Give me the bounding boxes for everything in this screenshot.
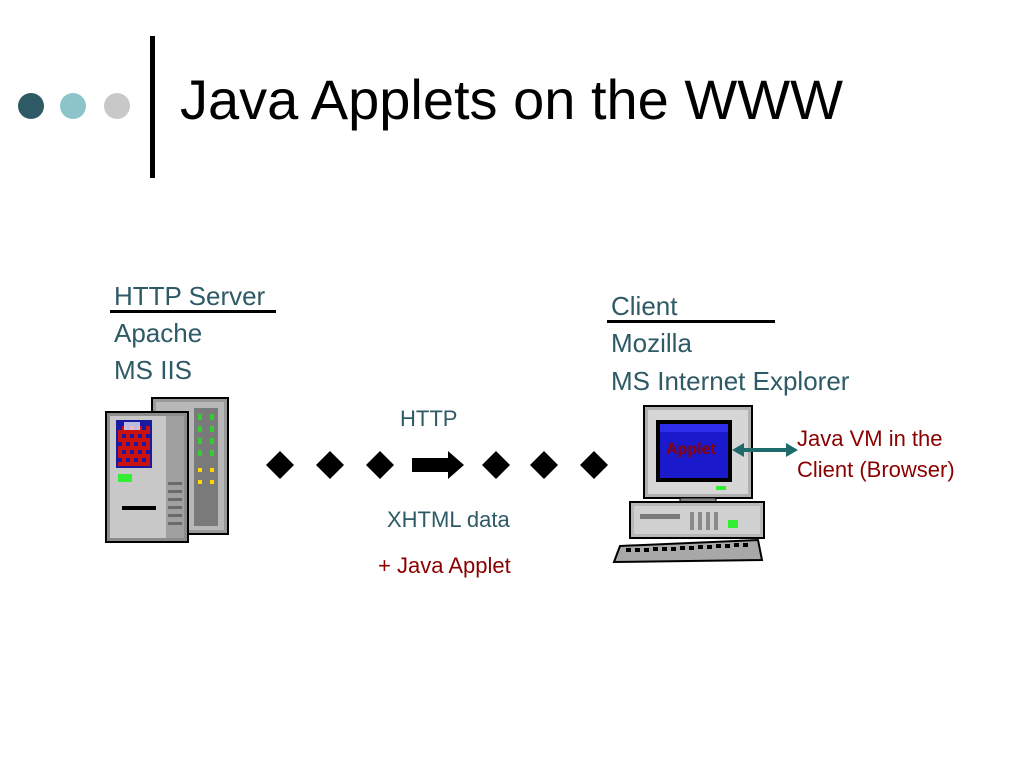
connection-diamonds [266, 451, 608, 479]
server-heading: HTTP Server [114, 281, 266, 311]
client-heading: Client [611, 291, 678, 321]
client-item-ie: MS Internet Explorer [611, 366, 850, 396]
jvm-annotation-line2: Client (Browser) [797, 457, 955, 482]
server-tower-icon [105, 397, 229, 543]
extra-payload-label: + Java Applet [378, 553, 511, 578]
applet-screen-label: Applet [666, 441, 716, 458]
connection-link [266, 451, 608, 479]
server-item-apache: Apache [114, 318, 203, 348]
title-divider [150, 36, 155, 178]
server-heading-rule [110, 310, 276, 313]
bullet-dot-1 [18, 93, 44, 119]
jvm-annotation-line1: Java VM in the [797, 426, 943, 451]
client-item-mozilla: Mozilla [611, 328, 692, 358]
client-heading-rule [607, 320, 775, 323]
client-computer-icon [612, 405, 765, 564]
server-item-iis: MS IIS [114, 355, 193, 385]
bullet-dot-3 [104, 93, 130, 119]
data-flow-arrow-icon [412, 451, 464, 479]
slide-title: Java Applets on the WWW [180, 68, 843, 131]
jvm-link-arrow-icon [732, 443, 798, 457]
payload-label: XHTML data [387, 507, 510, 532]
protocol-label: HTTP [400, 406, 458, 431]
bullet-dot-2 [60, 93, 86, 119]
